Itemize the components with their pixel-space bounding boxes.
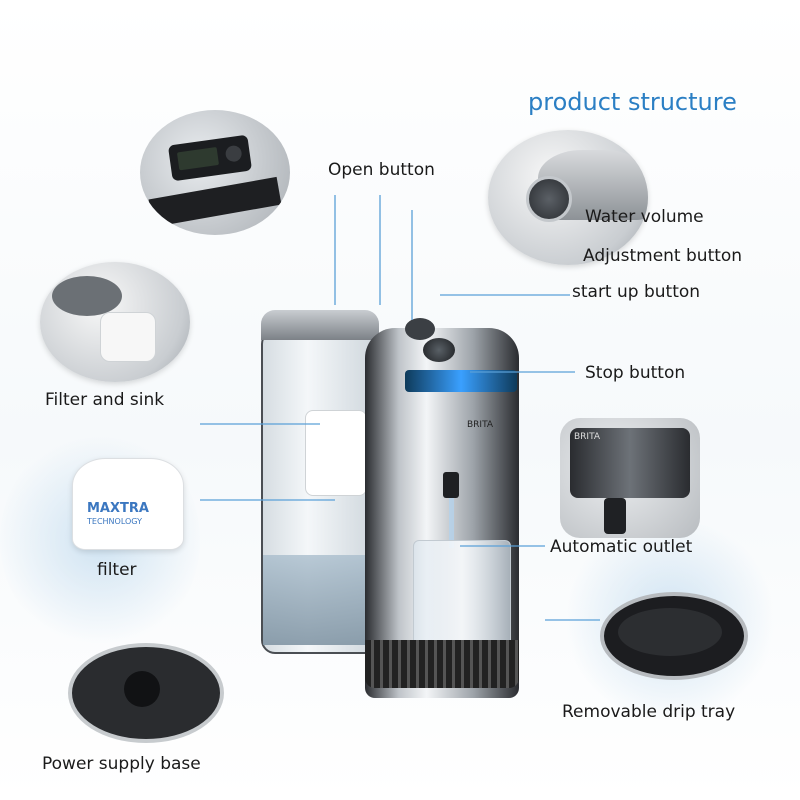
- filter-brand-text: MAXTRA: [87, 501, 149, 516]
- water-volume-knob-thumbnail: [488, 130, 648, 265]
- automatic-outlet-thumbnail: BRITA: [560, 418, 700, 538]
- water-fill-level: [263, 555, 371, 645]
- kettle-brand-badge: BRITA: [467, 420, 494, 430]
- filter-cartridge: [305, 410, 367, 496]
- control-panel-display: [167, 134, 253, 182]
- glass-cup: [413, 540, 511, 652]
- outlet-brand-text: BRITA: [574, 432, 601, 442]
- label-water-volume: Water volume: [585, 207, 704, 227]
- kettle-main-image: BRITA: [255, 300, 525, 700]
- filter-brand-subtext: TECHNOLOGY: [87, 517, 142, 526]
- start-button-icon: [423, 338, 455, 362]
- knob-icon: [526, 176, 572, 222]
- control-panel-thumbnail: [140, 110, 290, 235]
- panel-handle: [148, 176, 282, 228]
- maxtra-filter-thumbnail: MAXTRA TECHNOLOGY: [72, 458, 184, 550]
- outlet-body: [570, 428, 690, 498]
- panel-button-icon: [224, 144, 243, 163]
- tank-lid: [261, 310, 379, 340]
- label-open-button: Open button: [328, 160, 435, 180]
- power-supply-base-thumbnail: [68, 643, 224, 743]
- drip-tray: [365, 640, 519, 688]
- drip-tray-thumbnail: [600, 592, 748, 680]
- water-stream: [449, 498, 454, 548]
- dispense-nozzle: [443, 472, 459, 498]
- page-title: product structure: [528, 88, 737, 116]
- drip-tray-inner: [618, 608, 722, 656]
- outlet-nozzle: [604, 498, 626, 534]
- label-power-supply-base: Power supply base: [42, 754, 201, 774]
- lcd-screen: [176, 146, 220, 171]
- label-automatic-outlet: Automatic outlet: [550, 537, 693, 557]
- filter-and-sink-thumbnail: [40, 262, 190, 382]
- filter-cartridge-white: [100, 312, 156, 362]
- label-adjustment-button: Adjustment button: [583, 246, 743, 266]
- label-removable-drip-tray: Removable drip tray: [562, 702, 736, 722]
- sink-lid: [52, 276, 122, 316]
- label-start-up-button: start up button: [572, 282, 701, 302]
- power-base-connector: [124, 671, 160, 707]
- label-filter: filter: [97, 560, 137, 580]
- led-display: [405, 370, 517, 392]
- control-knob: [405, 318, 435, 340]
- label-filter-and-sink: Filter and sink: [45, 390, 165, 410]
- label-stop-button: Stop button: [585, 363, 686, 383]
